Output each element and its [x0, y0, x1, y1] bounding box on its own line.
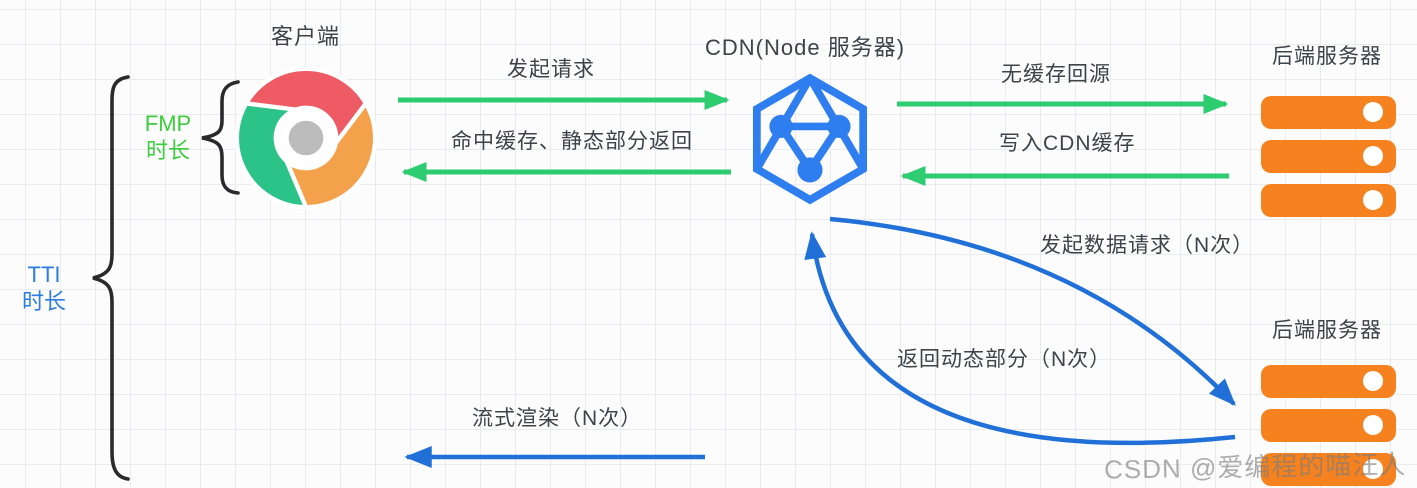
cdn-title: CDN(Node 服务器) — [705, 35, 906, 60]
server-bar — [1261, 453, 1396, 486]
tti-brace — [92, 75, 130, 481]
flow-label-write-cache: 写入CDN缓存 — [999, 132, 1136, 155]
server-led-icon — [1363, 371, 1383, 391]
server-bar — [1261, 96, 1396, 129]
flow-label-no-cache: 无缓存回源 — [1001, 63, 1111, 86]
fmp-brace — [201, 80, 240, 195]
server-bar — [1261, 365, 1396, 398]
backend-bottom-title: 后端服务器 — [1272, 319, 1382, 342]
server-bar — [1261, 184, 1396, 217]
tti-duration-label: TTI 时长 — [14, 261, 74, 315]
flow-label-dynamic-return: 返回动态部分（N次） — [897, 348, 1112, 371]
chrome-browser-icon — [234, 66, 378, 210]
flow-label-data-request: 发起数据请求（N次） — [1040, 234, 1255, 257]
server-led-icon — [1363, 146, 1383, 166]
server-led-icon — [1363, 190, 1383, 210]
flow-label-stream-render: 流式渲染（N次） — [472, 407, 643, 430]
server-bar — [1261, 140, 1396, 173]
fmp-duration-label: FMP 时长 — [138, 110, 198, 164]
backend-top-title: 后端服务器 — [1272, 45, 1382, 68]
fmp-duration-line2: 时长 — [145, 138, 190, 163]
server-led-icon — [1363, 459, 1383, 479]
flow-label-request: 发起请求 — [507, 58, 595, 81]
cdn-node-icon — [752, 73, 868, 205]
server-led-icon — [1363, 415, 1383, 435]
client-title: 客户端 — [271, 24, 341, 49]
server-bar — [1261, 409, 1396, 442]
watermark: CSDN @爱编程的喵汪人 — [1103, 449, 1407, 485]
fmp-duration-line1: FMP — [144, 111, 192, 136]
server-stack-icon-top — [1261, 96, 1396, 228]
curve-backend-to-cdn-dynamic-return — [804, 231, 1236, 446]
server-stack-icon-bottom — [1261, 365, 1396, 488]
flow-label-cache-hit: 命中缓存、静态部分返回 — [451, 130, 693, 153]
tti-duration-line1: TTI — [27, 262, 61, 287]
tti-duration-line2: 时长 — [21, 289, 66, 314]
server-led-icon — [1363, 102, 1383, 122]
